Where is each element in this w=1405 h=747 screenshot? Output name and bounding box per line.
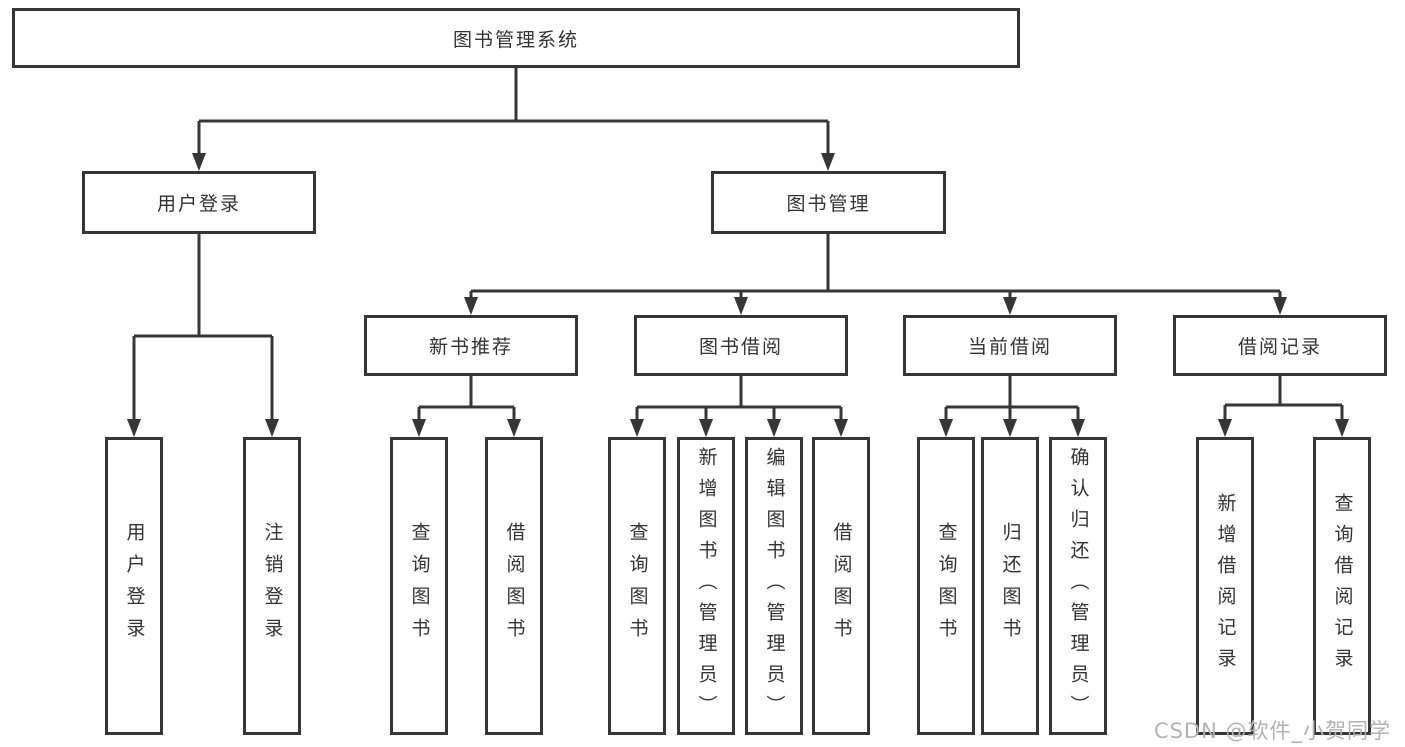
node-leaf-add-book-admin: 新增图书（管理员） [677,437,735,735]
node-leaf-borrow-book: 借阅图书 [812,437,870,735]
node-leaf-borrow-books-recommend: 借阅图书 [485,437,543,735]
node-leaf-return-book: 归还图书 [981,437,1039,735]
node-leaf-confirm-return-admin: 确认归还（管理员） [1049,437,1107,735]
node-new-book-recommendation: 新书推荐 [364,315,578,376]
node-library-management-system: 图书管理系统 [12,8,1020,68]
node-book-management: 图书管理 [711,171,946,234]
node-user-login: 用户登录 [82,171,316,234]
node-leaf-edit-book-admin: 编辑图书（管理员） [745,437,803,735]
node-leaf-query-books-current: 查询图书 [917,437,975,735]
node-leaf-query-books-borrowing: 查询图书 [608,437,666,735]
csdn-watermark: CSDN @软件_小贺同学 [1153,719,1391,743]
node-borrowing-records: 借阅记录 [1173,315,1387,376]
node-leaf-user-login: 用户登录 [105,437,163,735]
node-leaf-query-books-recommend: 查询图书 [390,437,448,735]
node-book-borrowing: 图书借阅 [634,315,848,376]
node-leaf-add-borrow-record: 新增借阅记录 [1196,437,1254,735]
node-leaf-logout: 注销登录 [243,437,301,735]
node-current-borrowing: 当前借阅 [903,315,1117,376]
node-leaf-query-borrow-record: 查询借阅记录 [1313,437,1371,735]
